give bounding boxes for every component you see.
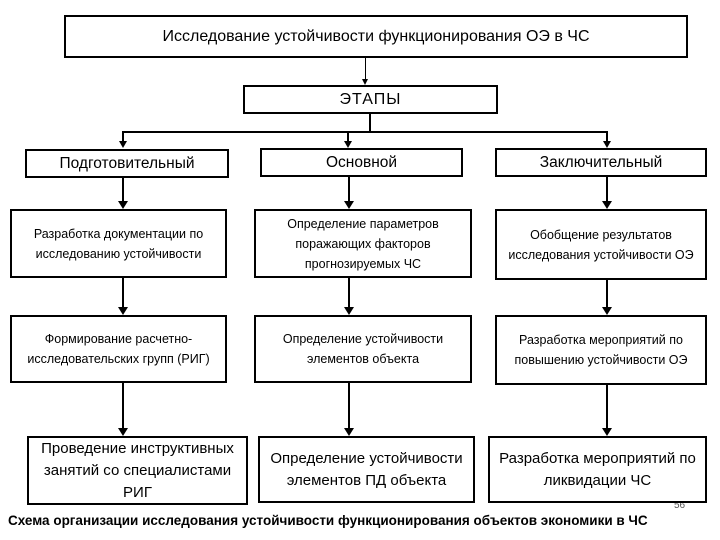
connector-drop-line	[122, 132, 124, 142]
step-label: Разработка документации по исследованию …	[33, 226, 204, 261]
arrow-down-icon	[344, 307, 354, 315]
slide-number: 56	[674, 500, 686, 511]
arrow-down-icon	[362, 79, 368, 85]
step-label: Проведение инструктивных занятий со спец…	[41, 439, 234, 501]
stages-label: ЭТАПЫ	[339, 90, 402, 108]
step-box-final-1: Обобщение результатов исследования устой…	[495, 209, 707, 280]
step-label: Разработка мероприятий по повышению усто…	[514, 333, 688, 367]
stages-box: ЭТАПЫ	[243, 85, 498, 114]
arrow-line	[348, 177, 350, 202]
connector-drop-line	[606, 132, 608, 142]
arrow-line	[122, 278, 124, 308]
arrow-down-icon	[118, 428, 128, 436]
column-header-label: Основной	[325, 153, 398, 171]
arrow-down-icon	[602, 307, 612, 315]
step-label: Определение параметров поражающих фактор…	[287, 216, 439, 271]
arrow-down-icon	[602, 428, 612, 436]
arrow-line	[606, 385, 608, 428]
step-box-main-2: Определение устойчивости элементов объек…	[254, 315, 472, 383]
arrow-down-icon	[118, 201, 128, 209]
step-label: Обобщение результатов исследования устой…	[508, 227, 694, 262]
column-header-label: Подготовительный	[59, 154, 195, 172]
connector-horizontal-line	[122, 131, 608, 133]
arrow-line	[348, 383, 350, 428]
arrow-down-icon	[344, 201, 354, 209]
arrow-line	[348, 278, 350, 308]
column-header-final: Заключительный	[495, 148, 707, 177]
title-box: Исследование устойчивости функционирован…	[64, 15, 688, 58]
arrow-down-icon	[602, 201, 612, 209]
step-label: Разработка мероприятий по ликвидации ЧС	[499, 449, 696, 489]
step-box-prep-1: Разработка документации по исследованию …	[10, 209, 227, 278]
arrow-line	[606, 177, 608, 202]
diagram-caption: Схема организации исследования устойчиво…	[8, 513, 648, 528]
column-header-label: Заключительный	[539, 153, 663, 171]
step-box-main-1: Определение параметров поражающих фактор…	[254, 209, 472, 278]
arrow-down-icon	[119, 141, 127, 148]
step-box-prep-3: Проведение инструктивных занятий со спец…	[27, 436, 248, 505]
connector-feed-line	[369, 113, 371, 132]
step-label: Формирование расчетно-исследовательских …	[27, 332, 210, 366]
connector-drop-line	[347, 132, 349, 142]
arrow-line	[606, 280, 608, 308]
step-box-prep-2: Формирование расчетно-исследовательских …	[10, 315, 227, 383]
arrow-down-icon	[603, 141, 611, 148]
column-header-main: Основной	[260, 148, 463, 177]
diagram-title: Исследование устойчивости функционирован…	[162, 27, 590, 45]
step-box-final-3: Разработка мероприятий по ликвидации ЧС	[488, 436, 707, 503]
step-box-final-2: Разработка мероприятий по повышению усто…	[495, 315, 707, 385]
step-label: Определение устойчивости элементов ПД об…	[270, 449, 463, 489]
arrow-down-icon	[344, 428, 354, 436]
arrow-line	[122, 383, 124, 428]
column-header-preparatory: Подготовительный	[25, 149, 229, 178]
arrow-down-icon	[118, 307, 128, 315]
step-box-main-3: Определение устойчивости элементов ПД об…	[258, 436, 475, 503]
arrow-down-icon	[344, 141, 352, 148]
step-label: Определение устойчивости элементов объек…	[282, 332, 444, 366]
arrow-line	[365, 57, 366, 79]
arrow-line	[122, 178, 124, 202]
